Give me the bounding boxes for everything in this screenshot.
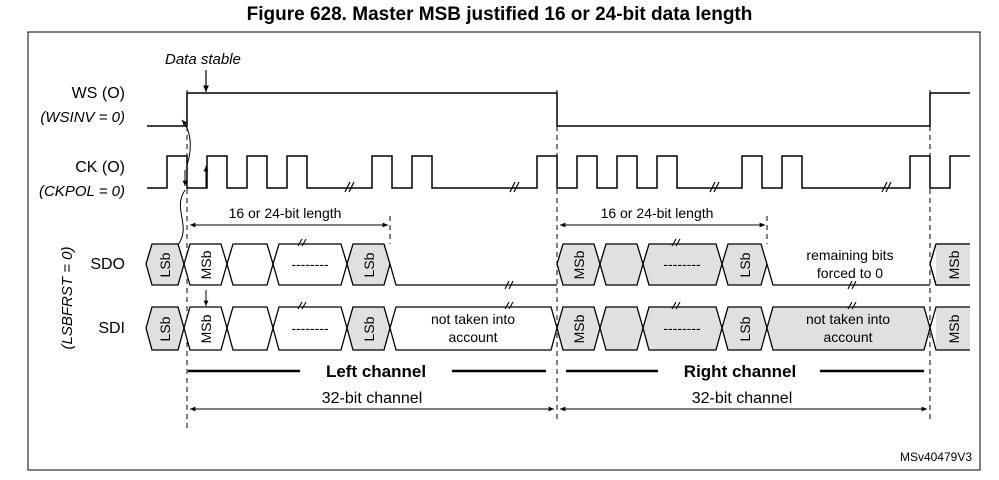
sdi-msb-next: MSb <box>946 314 962 343</box>
sdi-dots-left: -------- <box>291 320 329 336</box>
sdo-dots-right: -------- <box>663 256 701 272</box>
sdo-msb-next: MSb <box>946 250 962 279</box>
sdi-msb-left: MSb <box>198 314 214 343</box>
figure-ref-code: MSv40479V3 <box>900 450 972 464</box>
sdi-row <box>145 306 970 351</box>
ck-note: (CKPOL = 0) <box>39 183 125 200</box>
figure-frame <box>27 31 981 471</box>
sdo-msb-left: MSb <box>198 250 214 279</box>
sdi-not-taken-right-1: not taken into <box>806 311 890 327</box>
sdi-msb-right: MSb <box>571 314 587 343</box>
sdi-break-marks <box>297 301 857 310</box>
channel-32-right: 32-bit channel <box>692 390 793 407</box>
sdo-remaining-line1: remaining bits <box>806 247 893 263</box>
lsbfrst-label: (LSBFRST = 0) <box>59 247 76 350</box>
left-channel-label: Left channel <box>326 362 426 381</box>
sdo-label: SDO <box>90 256 125 273</box>
channel-32-left: 32-bit channel <box>322 390 423 407</box>
sdi-not-taken-left-1: not taken into <box>431 311 515 327</box>
sdi-lsb-right: LSb <box>737 316 753 341</box>
length-label-left: 16 or 24-bit length <box>229 205 342 221</box>
sdi-lsb-prev: LSb <box>157 316 173 341</box>
sdo-lsb-left: LSb <box>361 252 377 277</box>
sdo-row <box>145 243 970 286</box>
length-label-right: 16 or 24-bit length <box>601 205 714 221</box>
sdo-lsb-right: LSb <box>737 252 753 277</box>
ws-label: WS (O) <box>72 85 125 102</box>
sdi-not-taken-left-2: account <box>448 329 497 345</box>
ck-break-marks <box>344 181 892 193</box>
sdi-dots-right: -------- <box>663 320 701 336</box>
ck-label: CK (O) <box>75 159 125 176</box>
ws-note: (WSINV = 0) <box>40 109 125 126</box>
sdo-lsb-prev: LSb <box>157 252 173 277</box>
ck-waveform <box>147 155 970 189</box>
data-stable-label: Data stable <box>165 51 241 68</box>
sdo-break-marks <box>297 238 857 290</box>
sdo-remaining-line2: forced to 0 <box>817 265 883 281</box>
sdi-label: SDI <box>98 320 125 337</box>
ws-waveform <box>147 92 970 127</box>
sdi-not-taken-right-2: account <box>823 329 872 345</box>
figure-title: Figure 628. Master MSB justified 16 or 2… <box>246 4 753 25</box>
right-channel-label: Right channel <box>684 362 796 381</box>
sdi-lsb-left: LSb <box>361 316 377 341</box>
sdo-dots-left: -------- <box>291 256 329 272</box>
sdo-msb-right: MSb <box>571 250 587 279</box>
timing-arrows <box>177 119 209 306</box>
